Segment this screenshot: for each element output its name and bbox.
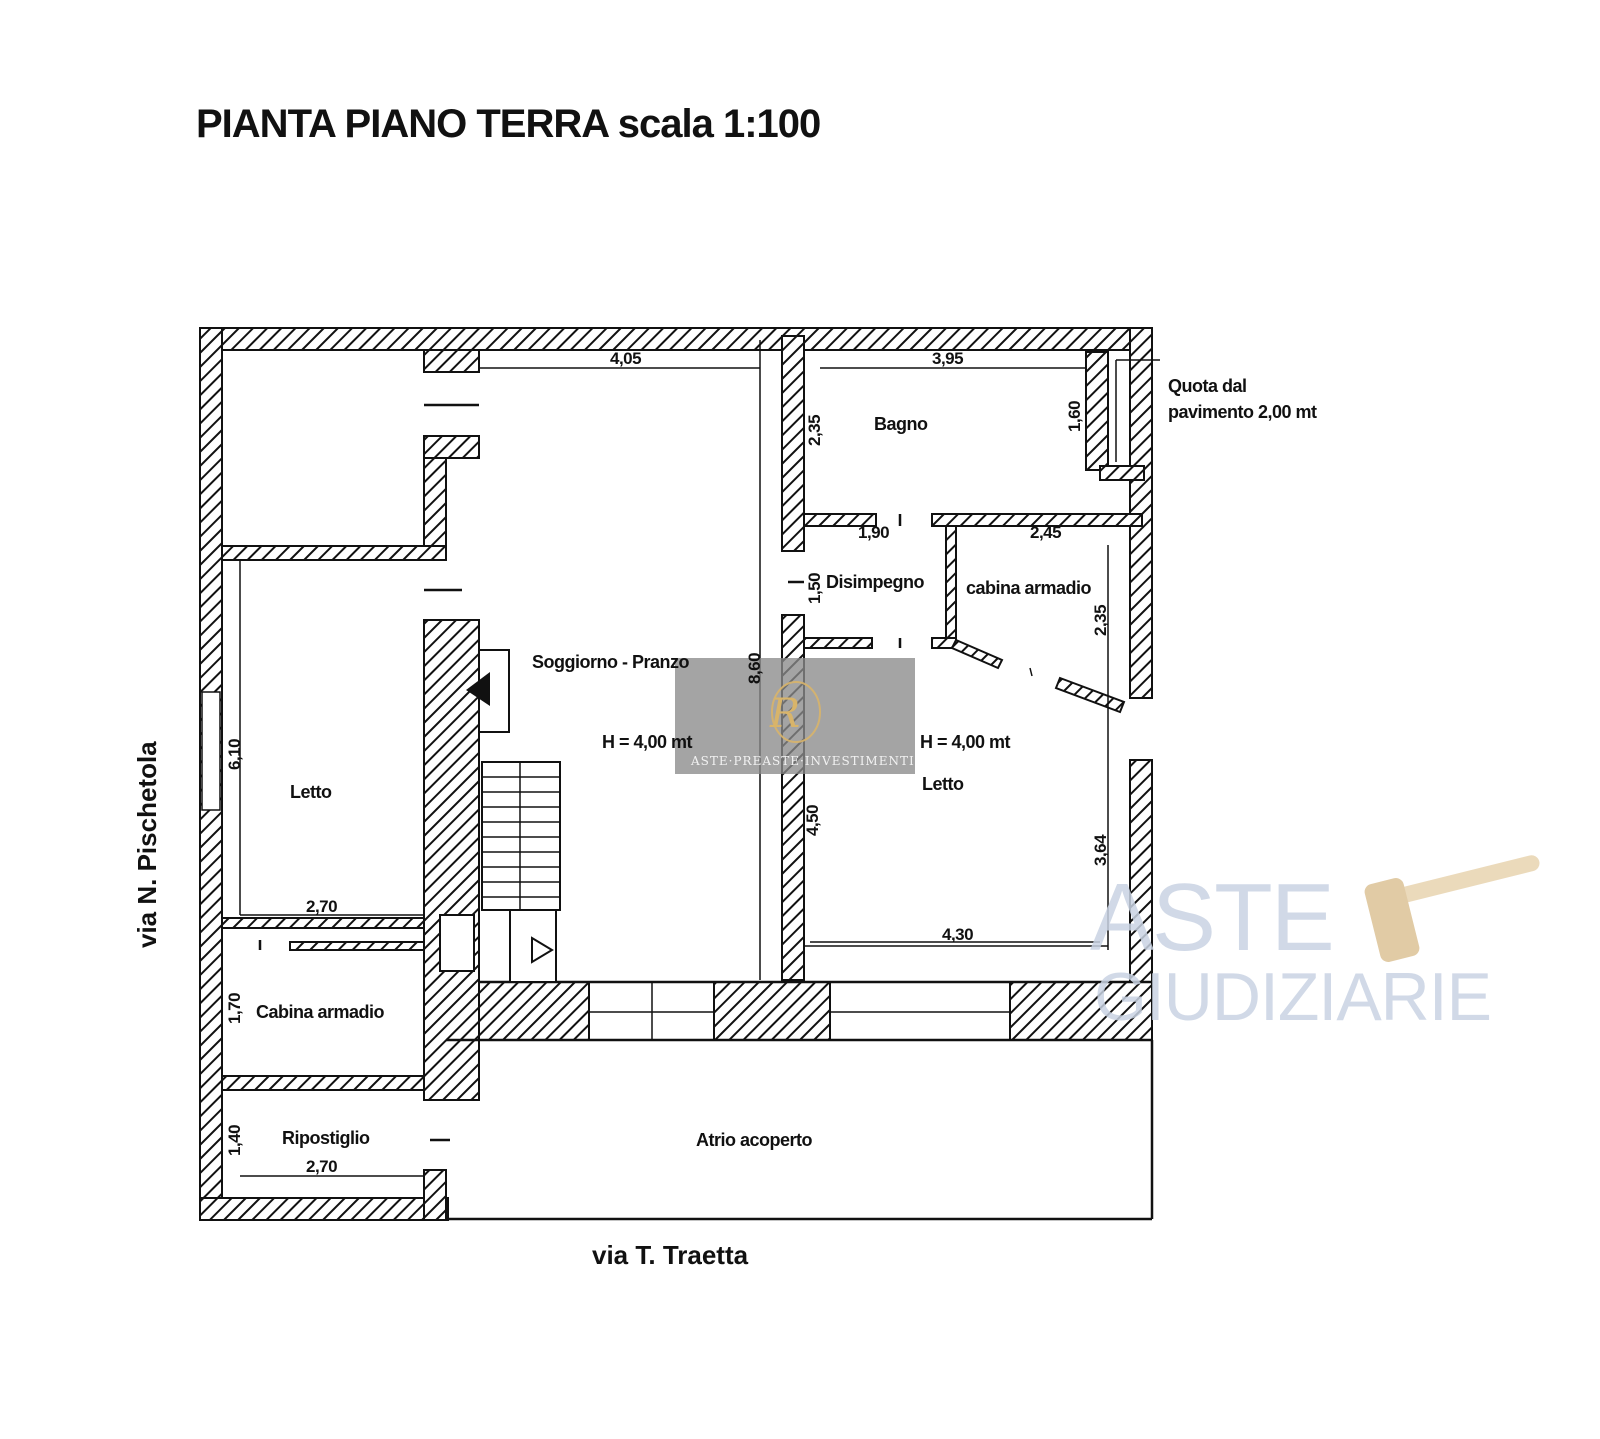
street-bottom: via T. Traetta [592,1240,749,1270]
wall-m [931,513,1143,527]
dim-letto-right-width: 4,30 [942,925,973,944]
note-line-1: Quota dal [1168,376,1247,396]
brand-line-1: ASTE [1090,864,1333,971]
wall-j [781,335,805,552]
label-disimpegno: Disimpegno [826,572,925,592]
dim-letto-left-width: 2,70 [306,897,337,916]
brand-watermark: ASTE GIUDIZIARIE [1090,855,1540,1035]
wall-l [803,513,877,527]
stair-treads [482,762,560,910]
dim-soggiorno-length: 8,60 [745,653,764,684]
center-watermark: R ASTE·PREASTE·INVESTIMENTI [675,658,915,774]
staircase [481,761,561,911]
wall-e [423,1169,447,1221]
dimension-labels: 4,05 3,95 1,90 2,45 2,70 2,70 4,30 2,35 … [225,349,1110,1176]
left-window [201,691,221,811]
wall-h [289,941,425,951]
wall-d [423,619,480,1101]
dim-letto-right-height2: 4,50 [803,805,822,836]
note-line-2: pavimento 2,00 mt [1168,402,1317,422]
wall-a [423,349,480,373]
label-soggiorno-height: H = 4,00 mt [602,732,693,752]
label-cabina-left: Cabina armadio [256,1002,385,1022]
wall-o [803,637,873,649]
brand-line-2: GIUDIZIARIE [1094,959,1491,1035]
wall-i [221,1075,425,1091]
dim-cabina-height: 2,35 [1091,605,1110,636]
street-left: via N. Pischetola [132,741,162,948]
dim-ripostiglio-height: 1,40 [225,1125,244,1156]
stair-arrow-icon [531,936,554,964]
watermark-logo-ring [771,681,821,743]
dim-cabina-width: 2,45 [1030,523,1061,542]
label-ripostiglio: Ripostiglio [282,1128,370,1148]
dim-cabina-left-height: 1,70 [225,993,244,1024]
wall-q [1085,351,1109,471]
fixtures [240,359,1160,1177]
wall-top [199,327,1153,351]
pillar-1 [478,981,590,1041]
wall-b [423,435,480,459]
pillar-2 [713,981,831,1041]
wall-r [1099,465,1145,481]
wall-c [423,457,447,547]
wall-g [221,917,425,929]
watermark-box [675,658,915,774]
dim-window-height: 1,60 [1065,401,1084,432]
diag-door-mark [1029,667,1033,677]
wall-diag-2 [1054,676,1126,714]
wall-diag-1 [950,638,1004,670]
interior-walls [201,335,1153,1221]
wall-f [221,545,447,561]
dim-ripostiglio-width: 2,70 [306,1157,337,1176]
dim-soggiorno-width: 4,05 [610,349,641,368]
room-labels: Soggiorno - Pranzo H = 4,00 mt Bagno Dis… [256,376,1318,1150]
fireplace-icon [466,672,490,706]
dim-letto-right-height: 3,64 [1091,834,1110,866]
wall-n [945,525,957,642]
gavel-icon [1364,855,1540,962]
watermark-caption: ASTE·PREASTE·INVESTIMENTI [690,754,915,768]
dim-bagno-height: 2,35 [805,415,824,446]
wall-bottom-left [199,1197,449,1221]
label-soggiorno: Soggiorno - Pranzo [532,652,689,672]
dim-letto-left-length: 6,10 [225,739,244,770]
dim-disimpegno-width: 1,90 [858,523,889,542]
plan-title: PIANTA PIANO TERRA scala 1:100 [196,102,820,146]
label-cabina-right: cabina armadio [966,578,1092,598]
dim-disimpegno-height: 1,50 [805,573,824,604]
label-letto-left: Letto [290,782,332,802]
label-bagno: Bagno [874,414,928,434]
dim-bagno-width: 3,95 [932,349,963,368]
label-letto-right-height: H = 4,00 mt [920,732,1011,752]
column-block [439,914,475,972]
label-atrio: Atrio acoperto [696,1130,813,1150]
label-letto-right: Letto [922,774,964,794]
